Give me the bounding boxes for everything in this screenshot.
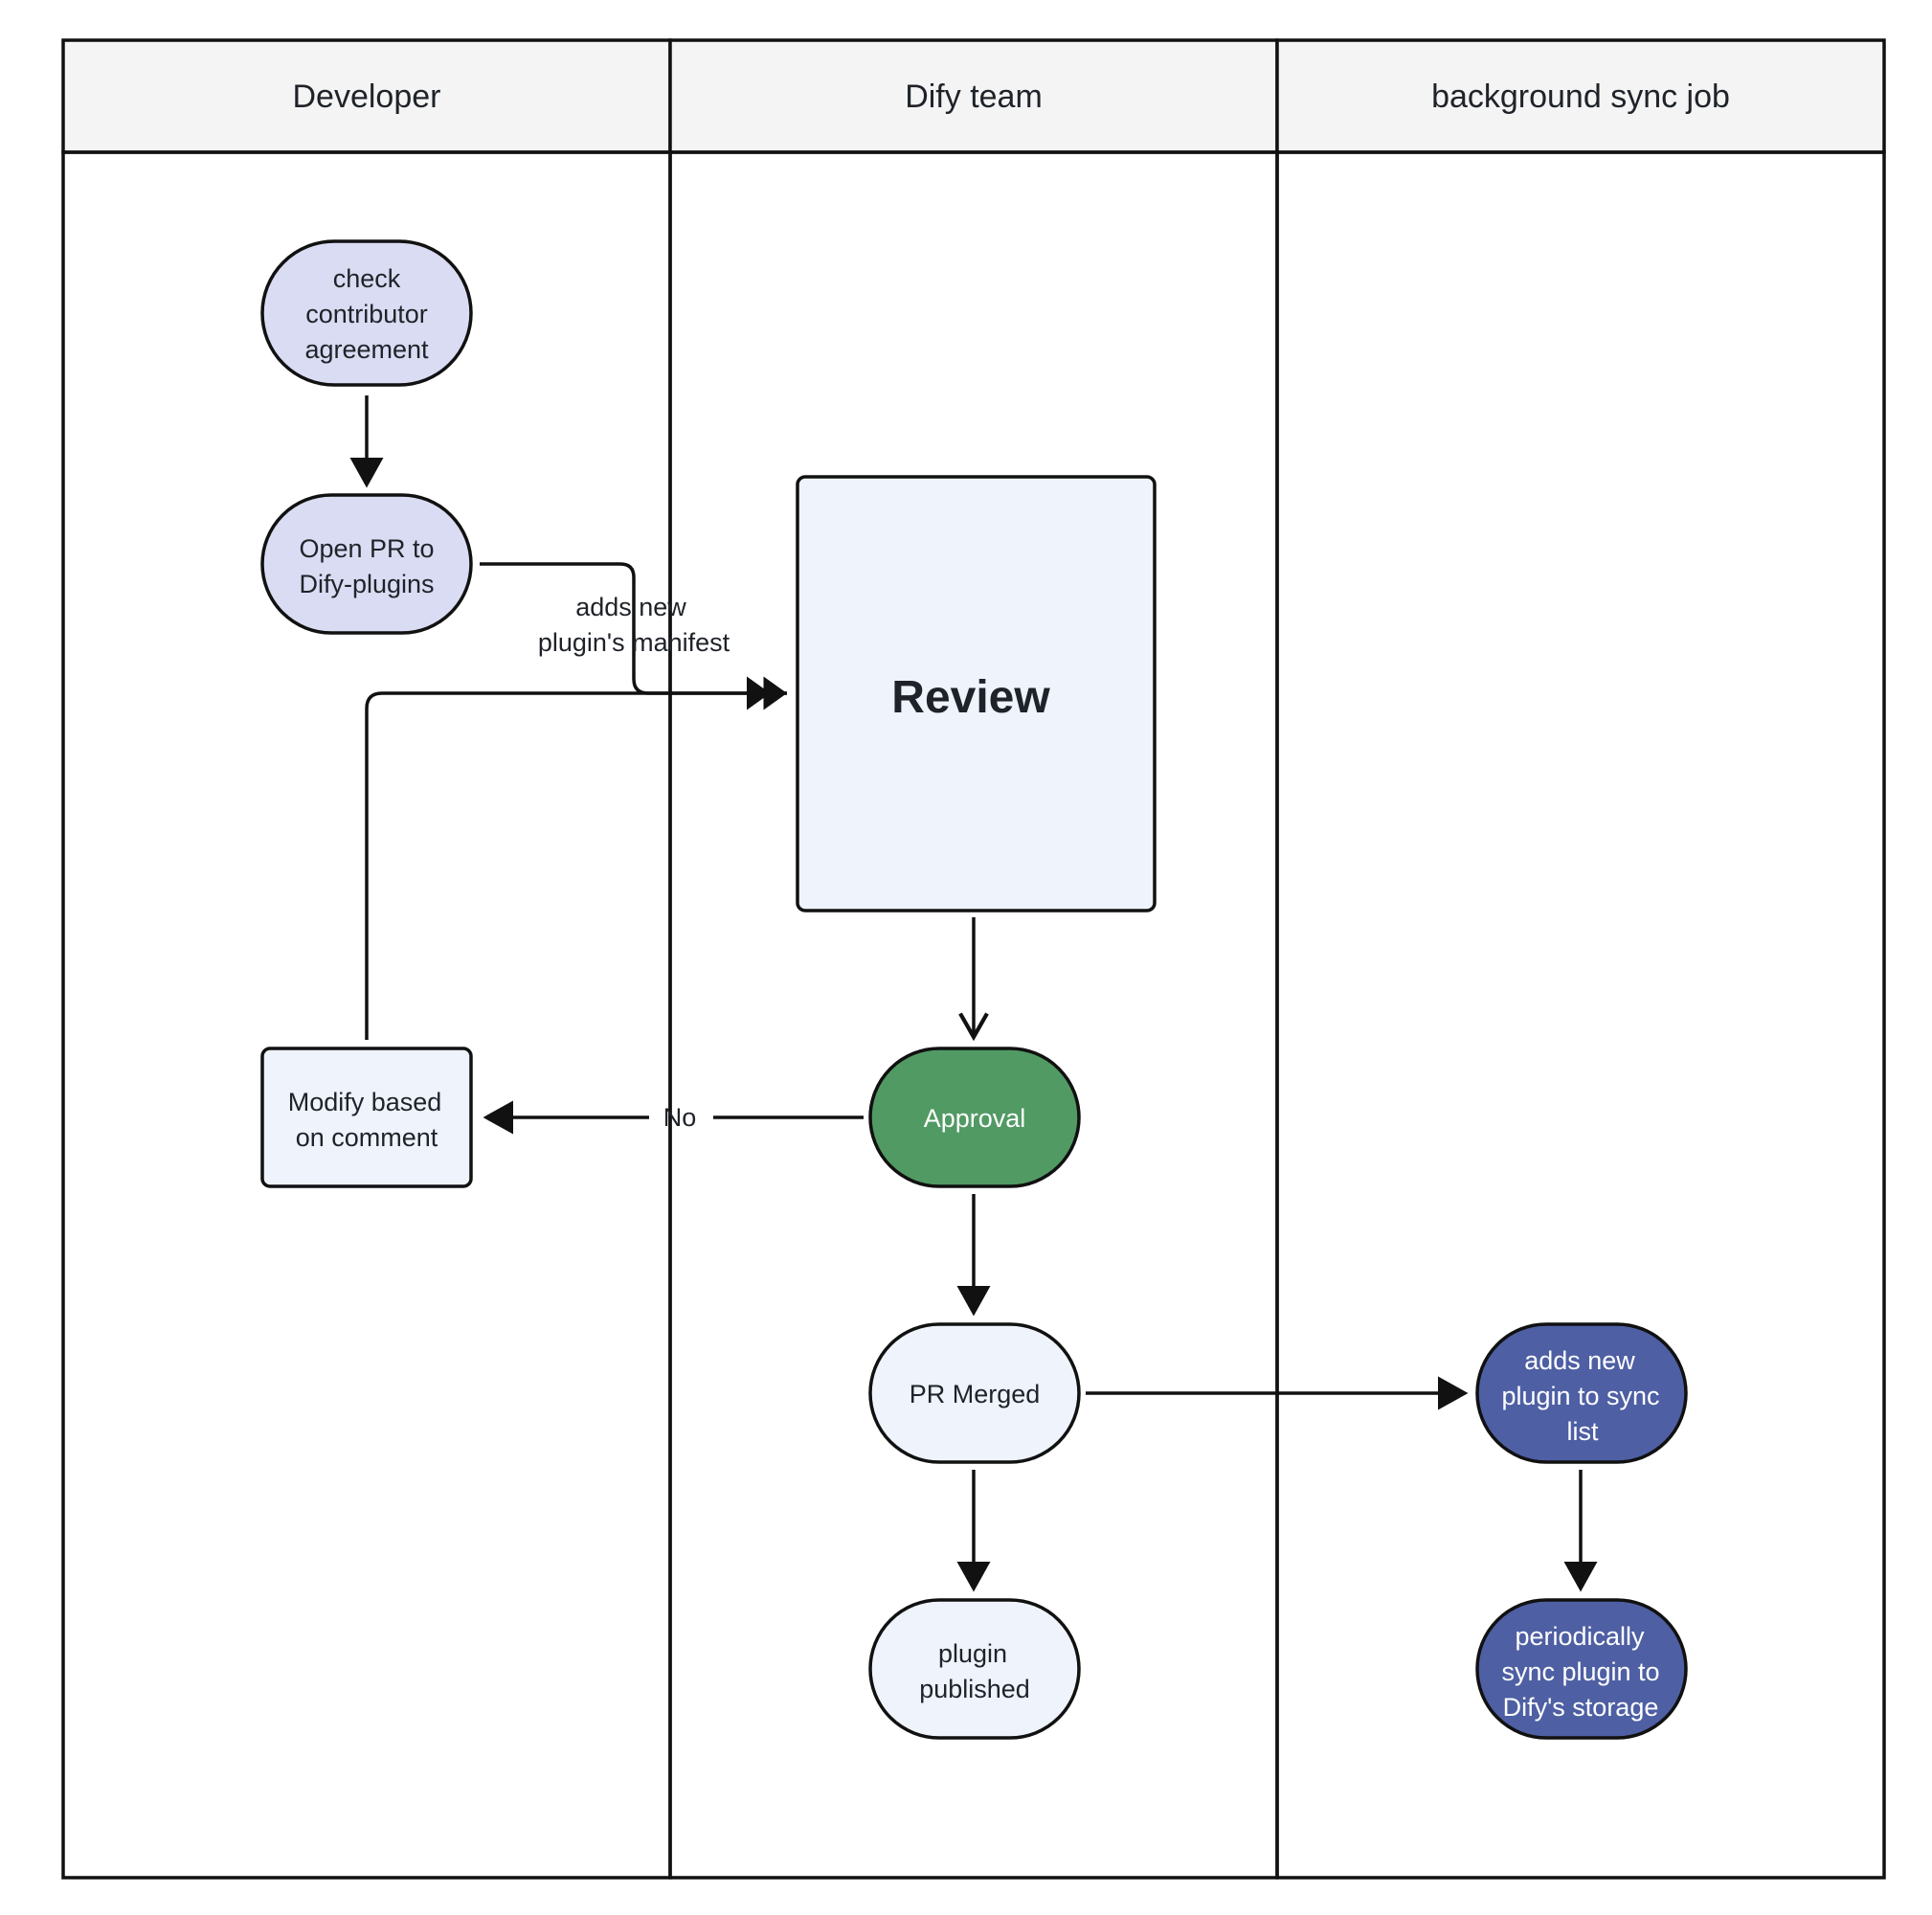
node-approval: Approval (868, 1047, 1081, 1188)
lane-developer: Developer (61, 38, 672, 1880)
node-periodic-sync: periodically sync plugin to Dify's stora… (1475, 1598, 1688, 1740)
node-modify-line-1: Modify based (288, 1088, 442, 1116)
node-check-agreement: check contributor agreement (260, 239, 473, 387)
node-adds-sync: adds new plugin to sync list (1475, 1322, 1688, 1464)
edges (349, 395, 1598, 1592)
node-modify: Modify based on comment (260, 1047, 473, 1188)
node-open-pr: Open PR to Dify-plugins (260, 493, 473, 635)
node-approval-label: Approval (924, 1104, 1026, 1133)
node-open-pr-line-2: Dify-plugins (299, 570, 434, 598)
edge-modify-to-review (365, 691, 787, 1040)
lane-sync-job: background sync job (1275, 38, 1886, 1880)
node-review-label: Review (891, 672, 1050, 723)
node-pr-merged: PR Merged (868, 1322, 1081, 1464)
lane-body-sync-job (1275, 150, 1886, 1880)
lane-title-developer: Developer (293, 79, 441, 115)
node-adds-sync-line-3: list (1567, 1417, 1599, 1446)
node-modify-line-2: on comment (296, 1123, 438, 1152)
lane-header-dify-team (668, 38, 1279, 154)
node-check-agreement-line-3: agreement (304, 335, 429, 364)
edge-label-manifest-line-2: plugin's manifest (538, 628, 730, 657)
node-periodic-sync-line-3: Dify's storage (1503, 1693, 1659, 1722)
node-open-pr-line-1: Open PR to (299, 534, 434, 563)
node-periodic-sync-line-2: sync plugin to (1501, 1657, 1659, 1686)
node-plugin-published-line-1: plugin (938, 1639, 1007, 1668)
node-check-agreement-line-1: check (333, 264, 401, 293)
node-check-agreement-line-2: contributor (305, 300, 428, 328)
lane-title-sync-job: background sync job (1431, 79, 1730, 115)
node-adds-sync-line-1: adds new (1524, 1346, 1635, 1375)
lane-header-developer (61, 38, 672, 154)
node-review: Review (796, 475, 1157, 912)
node-pr-merged-label: PR Merged (910, 1380, 1041, 1408)
edge-label-manifest-line-1: adds new (575, 593, 686, 621)
node-adds-sync-line-2: plugin to sync (1501, 1382, 1659, 1410)
edge-label-manifest: adds new plugin's manifest (538, 593, 730, 657)
edge-label-no: No (663, 1103, 697, 1132)
node-plugin-published: plugin published (868, 1598, 1081, 1740)
lane-title-dify-team: Dify team (905, 79, 1043, 115)
node-plugin-published-line-2: published (919, 1675, 1030, 1703)
node-periodic-sync-line-1: periodically (1515, 1622, 1645, 1651)
